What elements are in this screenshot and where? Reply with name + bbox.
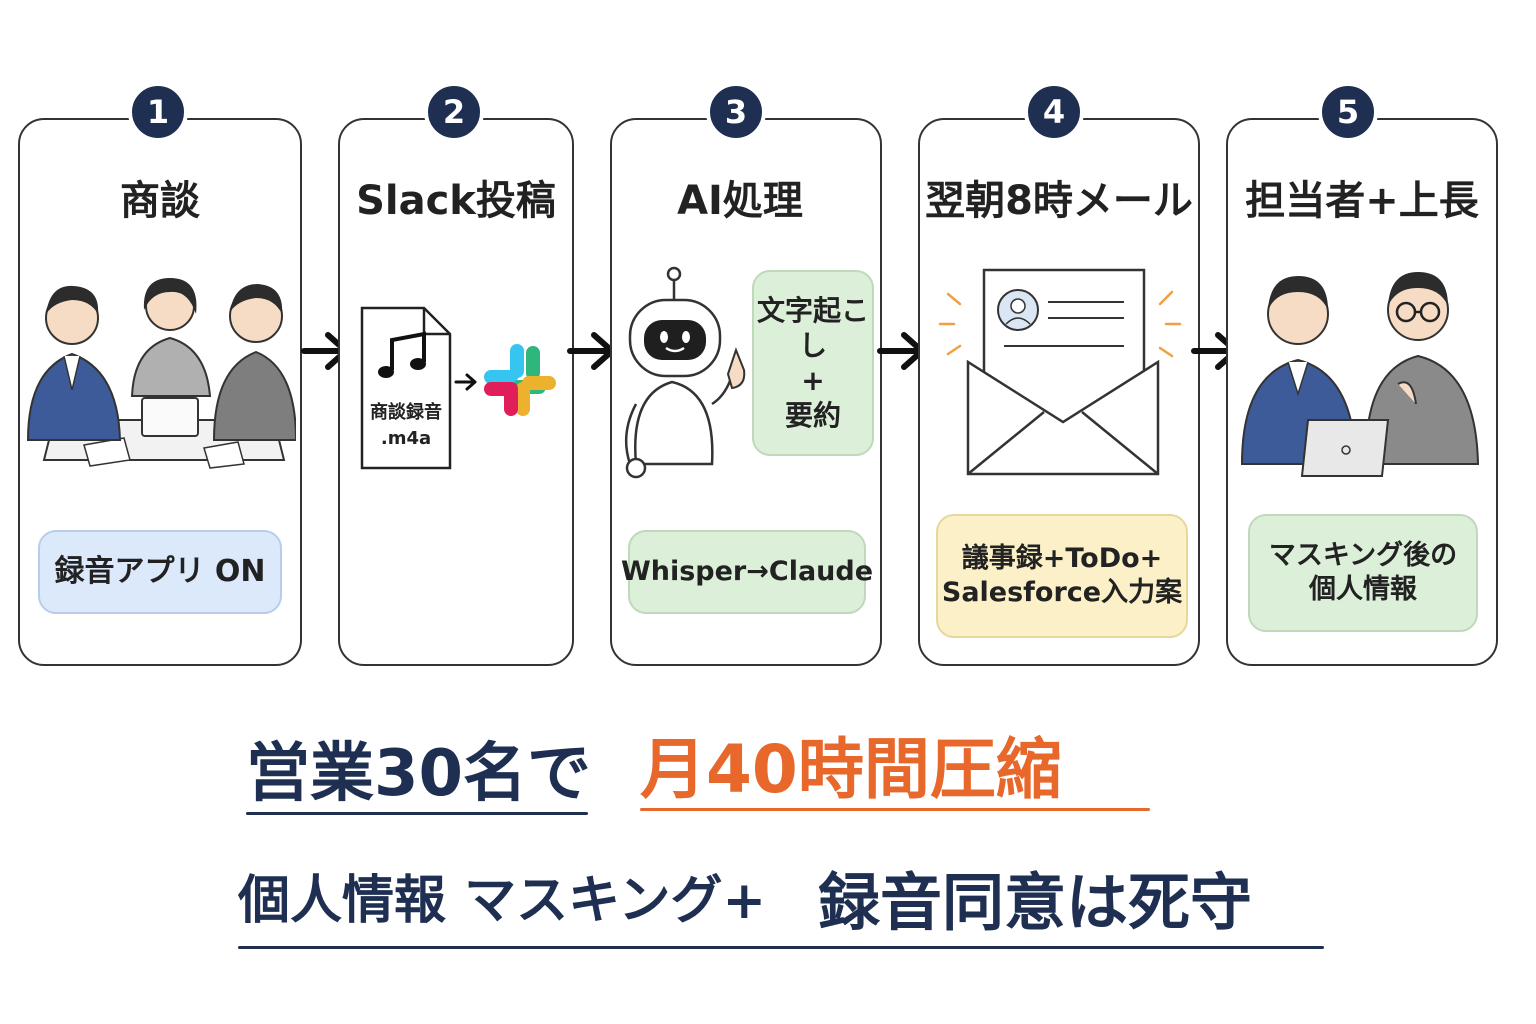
robot-icon bbox=[624, 266, 746, 479]
slack-logo-icon bbox=[484, 344, 556, 416]
step-4-label: 議事録+ToDo+ Salesforce入力案 bbox=[936, 514, 1188, 638]
ai-task-bubble: 文字起こし + 要約 bbox=[752, 270, 874, 456]
step-1-title: 商談 bbox=[120, 178, 200, 224]
step-3-label: Whisper→Claude bbox=[621, 530, 873, 614]
step-3-number: 3 bbox=[706, 82, 766, 142]
step-4-title: 翌朝8時メール bbox=[925, 178, 1193, 224]
underline-navy-2 bbox=[238, 946, 1324, 949]
step-4-label-line-1: 議事録+ToDo+ bbox=[961, 543, 1163, 575]
step-5-number: 5 bbox=[1318, 82, 1378, 142]
step-5-label-line-2: 個人情報 bbox=[1309, 574, 1417, 605]
summary-line-2-left: 個人情報 マスキング+ bbox=[238, 871, 767, 931]
file-name-line-1: 商談録音 bbox=[370, 402, 442, 423]
step-5-title: 担当者+上長 bbox=[1245, 178, 1479, 224]
step-5-label-line-1: マスキング後の bbox=[1268, 540, 1458, 572]
file-name-line-2: .m4a bbox=[380, 428, 432, 449]
step-2-number: 2 bbox=[424, 82, 484, 142]
step-4-number: 4 bbox=[1024, 82, 1084, 142]
step-1-number: 1 bbox=[128, 82, 188, 142]
email-envelope-icon bbox=[938, 268, 1182, 476]
audio-file-icon bbox=[360, 306, 452, 470]
ai-task-line-1: 文字起こし bbox=[756, 294, 869, 362]
ai-task-plus: + bbox=[801, 364, 825, 397]
summary-line-2-right: 録音同意は死守 bbox=[818, 866, 1253, 939]
ai-task-line-2: 要約 bbox=[784, 399, 841, 432]
underline-navy bbox=[246, 812, 588, 815]
summary-line-1-right: 月40時間圧縮 bbox=[640, 731, 1062, 808]
step-5-label: マスキング後の 個人情報 bbox=[1248, 514, 1478, 632]
summary-line-1-left: 営業30名で bbox=[246, 737, 592, 811]
manager-and-rep-icon bbox=[1240, 272, 1480, 477]
step-1-label: 録音アプリ ON bbox=[38, 530, 282, 614]
small-arrow-icon bbox=[454, 373, 477, 391]
step-3-title: AI処理 bbox=[677, 178, 803, 224]
meeting-people-icon bbox=[26, 278, 296, 469]
underline-orange bbox=[640, 808, 1150, 811]
step-4-label-line-2: Salesforce入力案 bbox=[941, 577, 1183, 608]
step-2-title: Slack投稿 bbox=[356, 178, 556, 224]
